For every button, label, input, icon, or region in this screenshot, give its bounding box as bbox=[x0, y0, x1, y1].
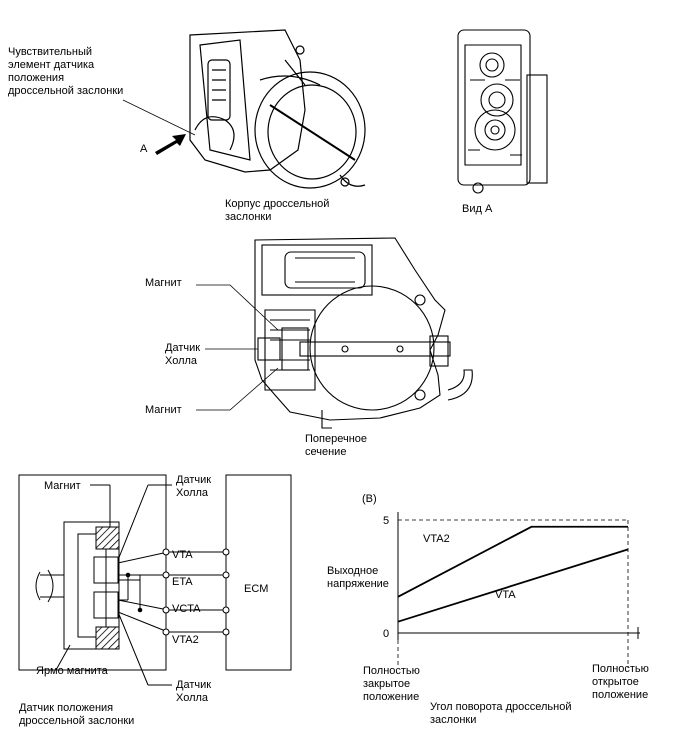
pin-vta2: VTA2 bbox=[172, 634, 199, 646]
y-tick-5: 5 bbox=[383, 515, 389, 527]
cross-section-caption: Поперечное сечение bbox=[305, 433, 368, 458]
chart-ylabel: Выходное напряжение bbox=[327, 565, 389, 590]
cross-section-leaders bbox=[196, 284, 279, 411]
series-label-vta2: VTA2 bbox=[423, 533, 450, 545]
sensor-caption: Датчик положения дроссельной заслонки bbox=[19, 702, 135, 727]
x-tick-left: Полностью закрытое положение bbox=[363, 665, 420, 703]
throttle-body-drawing bbox=[189, 29, 366, 189]
magnet-bottom-label: Магнит bbox=[145, 404, 182, 416]
sensor-element-label: Чувствительный элемент датчика положения… bbox=[8, 46, 124, 97]
terminal-circles bbox=[162, 548, 230, 636]
chart-xlabel: Угол поворота дроссельной заслонки bbox=[430, 701, 572, 726]
yoke-label: Ярмо магнита bbox=[36, 665, 108, 677]
view-a-label: Вид A bbox=[462, 203, 493, 215]
series-line-vta bbox=[397, 548, 629, 623]
series-line-vta2 bbox=[397, 525, 628, 598]
arrow-a-label: A bbox=[140, 143, 148, 155]
panel-label: (B) bbox=[362, 493, 377, 505]
junction-dots bbox=[125, 572, 143, 613]
circuit-magnet-label: Магнит bbox=[44, 480, 81, 492]
circuit-hall-top-label: Датчик Холла bbox=[176, 474, 212, 499]
magnet-top-label: Магнит bbox=[145, 277, 182, 289]
pin-eta: ETA bbox=[172, 576, 193, 588]
view-a-drawing bbox=[457, 29, 548, 194]
pin-labels: VTA ETA VCTA VTA2 bbox=[172, 549, 201, 646]
throttle-body-label: Корпус дроссельной заслонки bbox=[225, 198, 330, 223]
circuit-drawing bbox=[18, 474, 292, 686]
x-tick-right: Полностью открытое положение bbox=[592, 663, 649, 701]
ecm-box bbox=[225, 474, 292, 671]
pin-vcta: VCTA bbox=[172, 603, 201, 615]
arrow-a bbox=[155, 134, 186, 155]
output-chart: (B) 5 0 VTA2 VTA bbox=[362, 493, 640, 668]
series-label-vta: VTA bbox=[495, 589, 516, 601]
sensor-element-leader bbox=[122, 99, 196, 136]
hall-sensor-label: Датчик Холла bbox=[165, 342, 201, 367]
sensor-housing-box bbox=[18, 474, 167, 671]
circuit-hall-bottom-label: Датчик Холла bbox=[176, 679, 212, 704]
ecm-label: ECM bbox=[244, 583, 268, 595]
cross-section-drawing bbox=[254, 237, 473, 429]
pin-vta: VTA bbox=[172, 549, 193, 561]
y-tick-0: 0 bbox=[383, 628, 389, 640]
